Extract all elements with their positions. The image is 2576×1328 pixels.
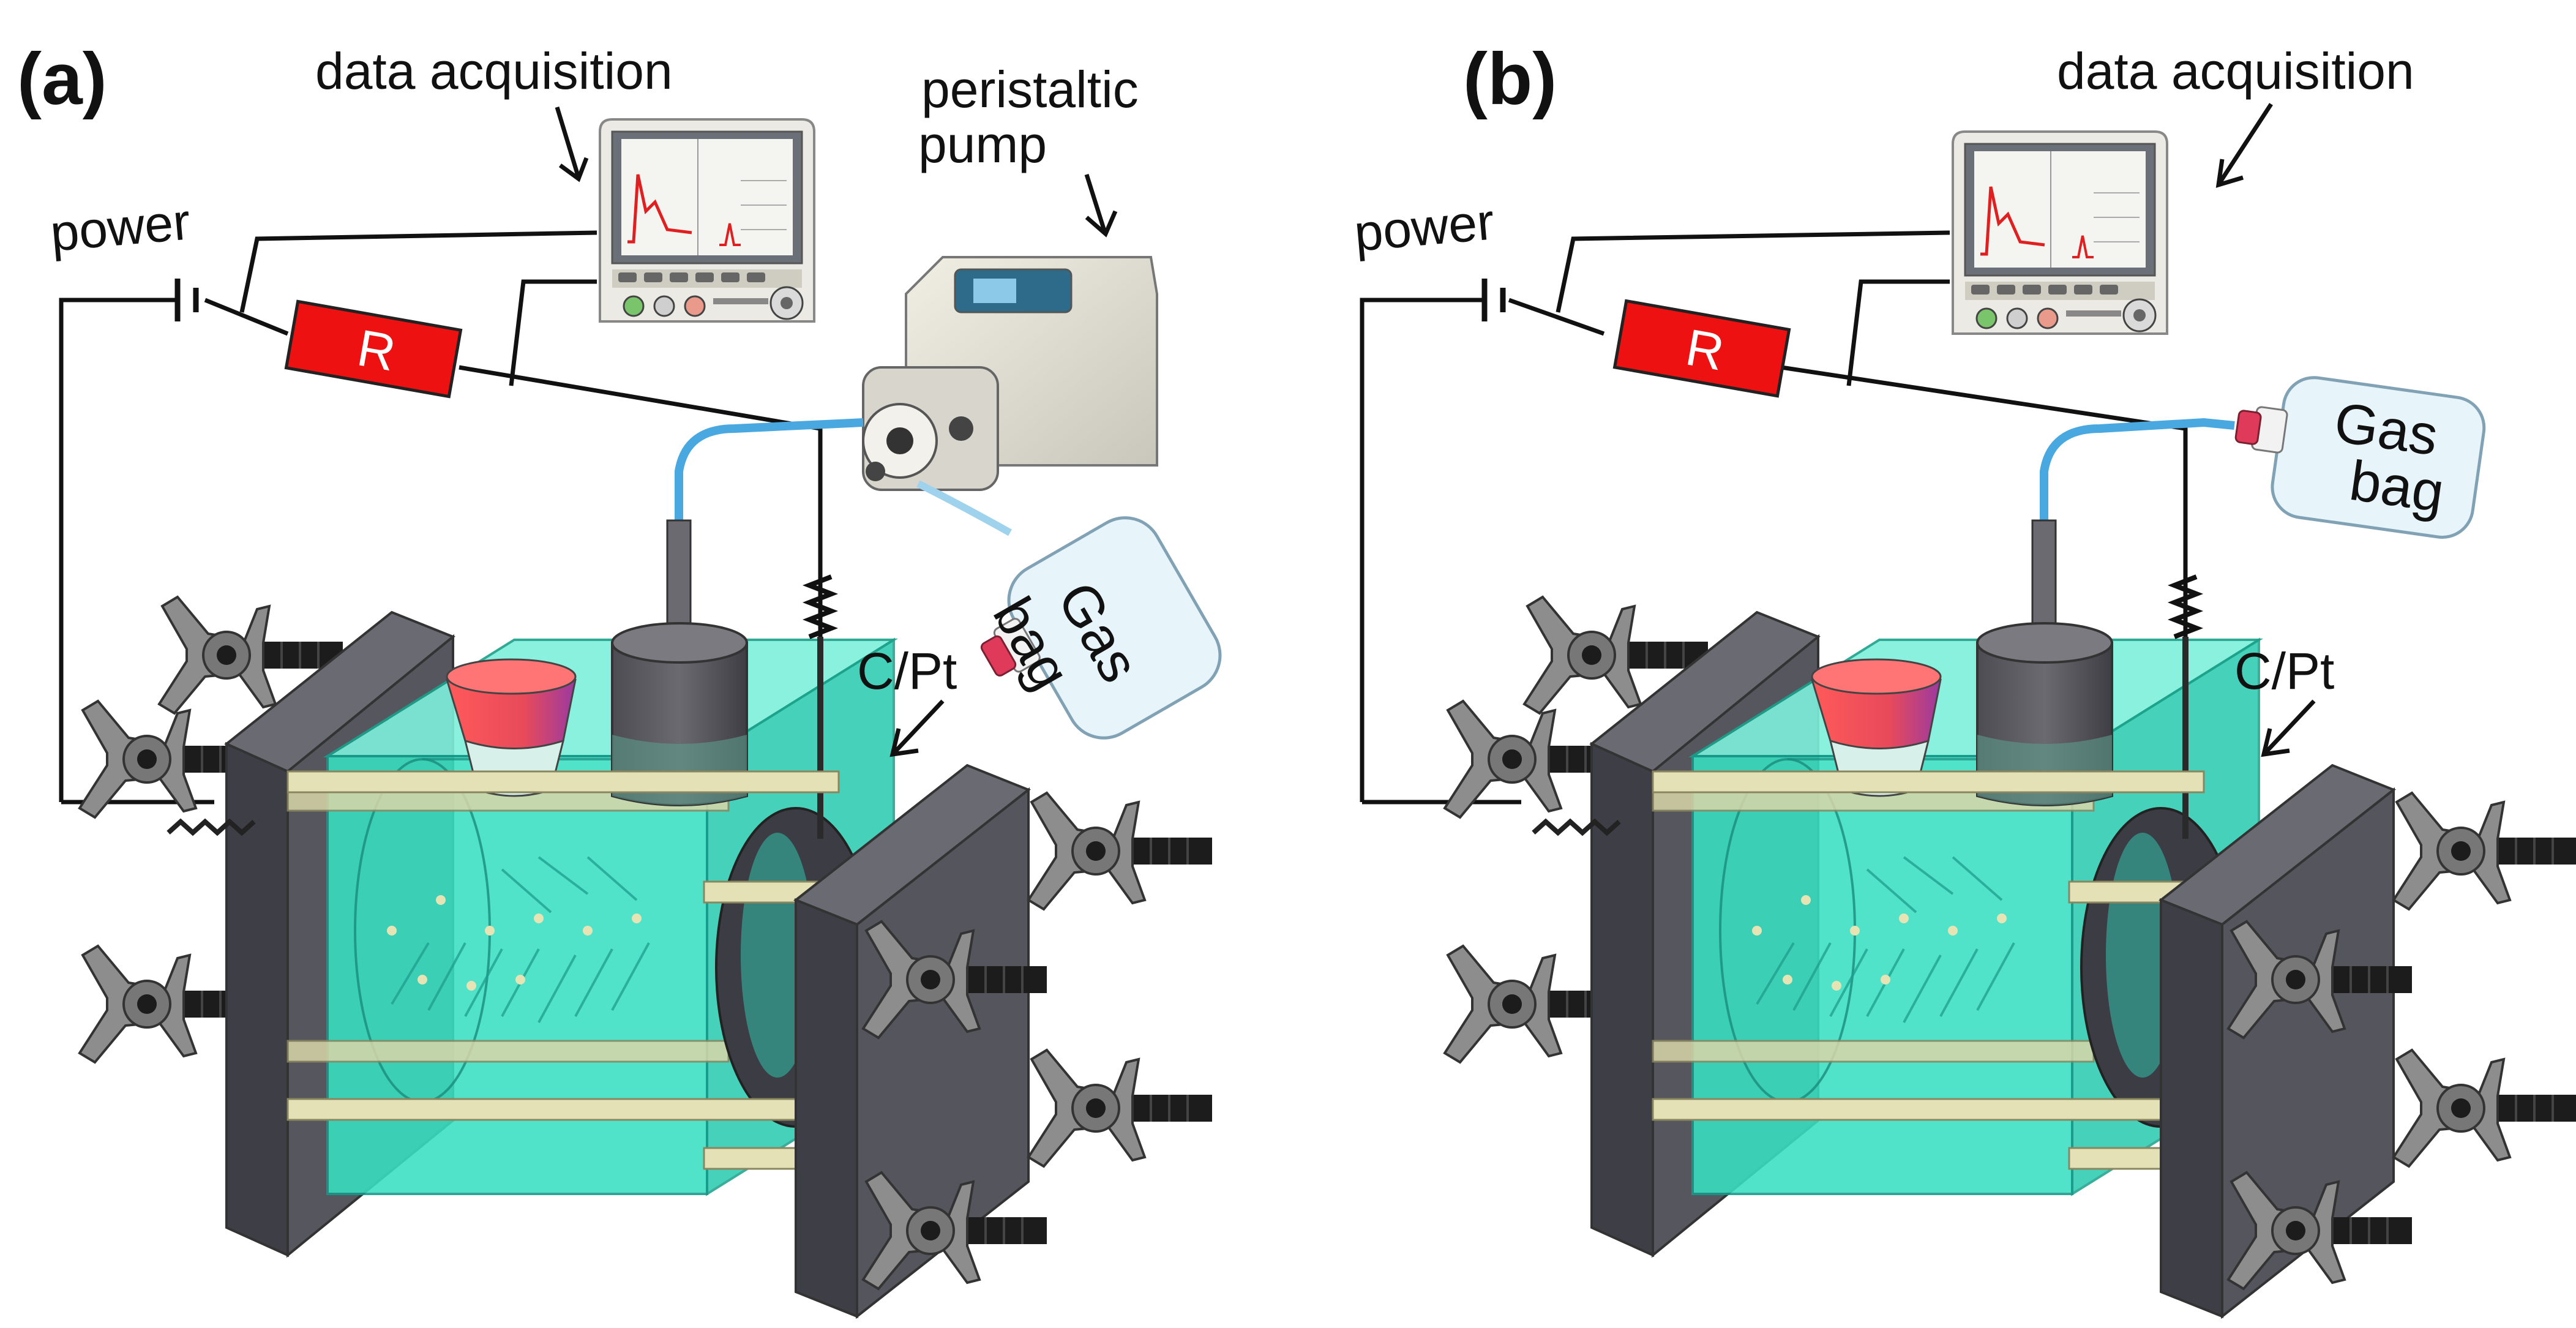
monitor-icon bbox=[600, 119, 814, 321]
pump-label-line2-a: pump bbox=[918, 116, 1047, 173]
gas-label-line1-b: Gas bbox=[2331, 391, 2441, 467]
power-label-a: power bbox=[48, 192, 192, 262]
gas-label-line2-b: bag bbox=[2346, 449, 2447, 524]
panel-a-label: (a) bbox=[17, 38, 107, 120]
arrow-icon bbox=[2261, 699, 2316, 757]
resistor-a: R bbox=[284, 299, 463, 399]
arrow-icon bbox=[889, 699, 945, 757]
power-label-b: power bbox=[1352, 192, 1496, 262]
data-acquisition-label-b: data acquisition bbox=[2057, 42, 2414, 100]
arrow-icon bbox=[1084, 173, 1118, 238]
pump-label-line1-a: peristaltic bbox=[921, 61, 1139, 118]
reactor-assembly-b bbox=[1445, 520, 2576, 1316]
panel-a: (a) power R data acquisition bbox=[17, 38, 1222, 1316]
data-acquisition-label-a: data acquisition bbox=[315, 42, 673, 100]
power-source-b bbox=[1481, 279, 1506, 321]
circuit-wires-b bbox=[1360, 230, 2188, 805]
arrow-icon bbox=[555, 106, 589, 182]
tubing-a bbox=[675, 418, 864, 520]
panel-b-label: (b) bbox=[1463, 38, 1557, 120]
resistor-b: R bbox=[1612, 299, 1791, 398]
gas-bag-icon bbox=[2234, 376, 2486, 539]
electrode-label-a: C/Pt bbox=[857, 642, 957, 700]
pump-icon bbox=[862, 256, 1158, 491]
power-source-a bbox=[174, 279, 199, 321]
arrow-icon bbox=[2215, 103, 2273, 188]
panel-b: (b) power R data acquisition Gas b bbox=[1352, 38, 2576, 1316]
electrode-label-b: C/Pt bbox=[2234, 642, 2334, 700]
tubing-b bbox=[2040, 418, 2235, 520]
monitor-icon bbox=[1953, 132, 2167, 334]
gas-bag-icon bbox=[980, 516, 1222, 740]
